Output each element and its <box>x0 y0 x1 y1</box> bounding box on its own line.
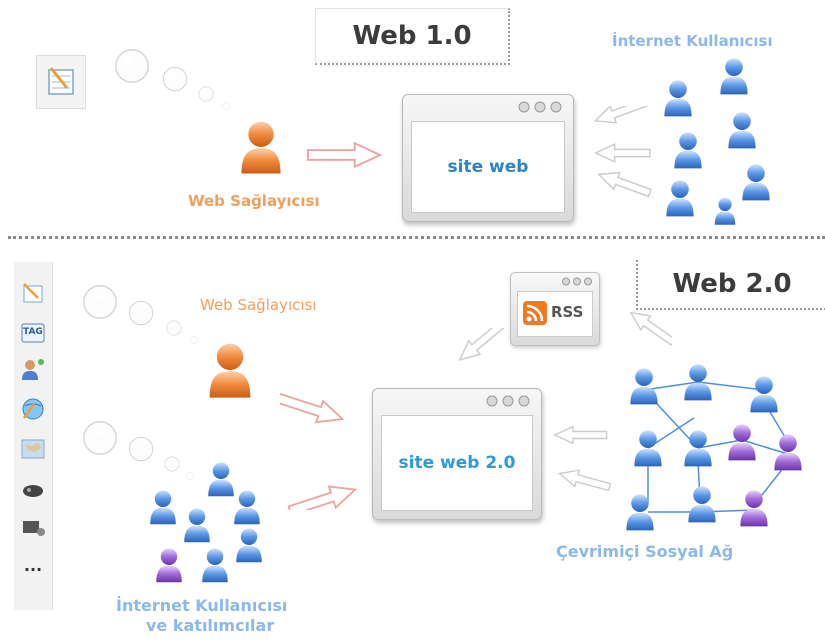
arrows-network-to-site <box>554 425 612 496</box>
web1-users-label: İnternet Kullanıcısı <box>612 32 773 50</box>
web1-title-box: Web 1.0 <box>315 8 510 65</box>
provider-person-icon <box>241 121 281 174</box>
web2-sidebar <box>14 262 53 610</box>
rss-label: RSS <box>551 303 584 321</box>
tag-label: TAG <box>23 327 43 337</box>
notepad-icon <box>36 55 86 109</box>
notepad-icon[interactable] <box>20 280 46 306</box>
arrow-provider-to-site <box>306 142 382 168</box>
web2-users-label-line2: ve katılımcılar <box>146 616 275 635</box>
internet-users-cluster-web2 <box>150 462 262 583</box>
web2-title-box: Web 2.0 <box>636 260 825 310</box>
social-network-graph <box>626 364 802 531</box>
arrows-users-to-site-web1 <box>591 106 654 202</box>
controller-icon[interactable] <box>20 476 46 502</box>
section-divider <box>8 236 825 239</box>
web1-site-label: site web <box>447 157 529 177</box>
web2-users-label-line1: İnternet Kullanıcısı <box>116 596 288 615</box>
internet-users-cluster-web1 <box>664 58 770 225</box>
rss-feed-box[interactable]: RSS <box>510 272 600 346</box>
provider-person-icon <box>209 343 251 398</box>
arrow-provider-to-site-web2 <box>280 386 347 426</box>
window-controls-icon <box>518 101 562 113</box>
web2-title: Web 2.0 <box>672 269 792 299</box>
tag-icon[interactable]: TAG <box>20 318 46 344</box>
web2-site-window: site web 2.0 <box>372 388 542 520</box>
social-network-label: Çevrimiçi Sosyal Ağ <box>556 542 734 561</box>
arrow-network-to-rss <box>625 312 672 350</box>
window-controls-icon <box>562 277 592 286</box>
web1-title: Web 1.0 <box>352 21 472 51</box>
thought-bubbles-web2-top <box>83 285 198 344</box>
film-icon[interactable] <box>20 514 46 540</box>
web2-site-label: site web 2.0 <box>398 453 516 473</box>
sidebar-more-label: ... <box>23 555 43 575</box>
user-share-icon[interactable] <box>20 356 46 382</box>
thought-bubbles-web1 <box>115 49 230 110</box>
more-icon[interactable]: ... <box>20 552 46 578</box>
map-icon[interactable] <box>20 436 46 462</box>
web1-provider-label: Web Sağlayıcısı <box>188 192 320 210</box>
arrow-rss-to-site <box>453 328 508 368</box>
globe-icon[interactable] <box>20 396 46 422</box>
arrow-users-to-site-web2 <box>285 478 360 510</box>
web1-site-window: site web <box>402 94 574 222</box>
rss-icon <box>523 301 547 325</box>
window-controls-icon <box>486 395 530 407</box>
web2-provider-label: Web Sağlayıcısı <box>200 296 317 314</box>
